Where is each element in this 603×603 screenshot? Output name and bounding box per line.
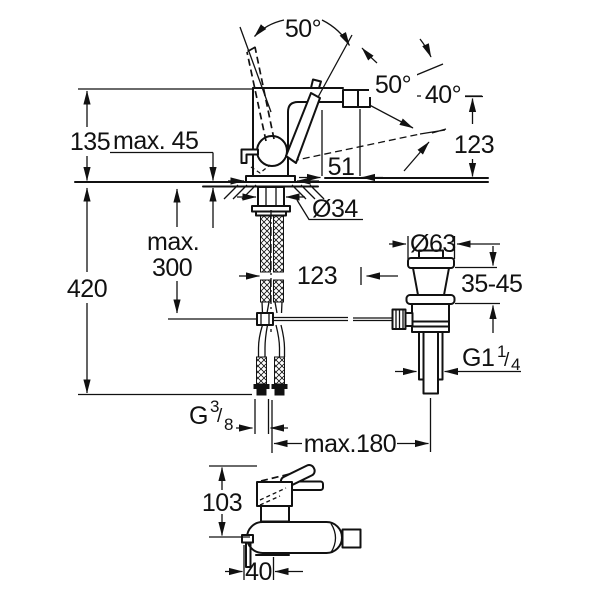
label-backers (369, 70, 465, 106)
mounting-deck (74, 177, 489, 217)
faucet-bottom-view (241, 464, 362, 568)
deck-thickness-max-label: max. 45 (113, 127, 198, 155)
supply-hoses (78, 210, 393, 396)
spout-aerator (342, 89, 371, 108)
center-distance-label: max.180 (304, 430, 396, 458)
drain-deck-range-label: 35-45 (461, 270, 522, 298)
svg-text:/: / (217, 406, 223, 427)
hose-to-drain-label: 123 (297, 262, 337, 290)
drain-assembly (391, 249, 456, 395)
joystick-lever (285, 92, 321, 164)
threaded-shank (257, 186, 285, 207)
hose-connector (271, 384, 288, 389)
inlet-foot (241, 534, 254, 544)
lever-swing-angle-label: 50° (285, 15, 321, 43)
dimension-lines (83, 90, 521, 580)
spout-height-label: 123 (454, 131, 494, 159)
svg-text:3: 3 (210, 397, 219, 416)
svg-text:8: 8 (224, 415, 233, 434)
spray-outlet (341, 528, 362, 549)
pop-up-rod (273, 316, 393, 322)
lever-alt-position (246, 46, 275, 142)
supply-thread-label: G (189, 402, 208, 430)
overall-height-label: 420 (67, 275, 107, 303)
drain-tailpipe (422, 331, 439, 395)
dimension-labels: 50° 50° 40° 123 135 max. 45 51 Ø34 max. … (67, 15, 523, 586)
inlet-offset-label: 40 (245, 558, 272, 586)
svg-text:1: 1 (497, 342, 506, 361)
spout-offset-label: 51 (328, 153, 355, 181)
drain-thread-label: G1 (462, 344, 494, 372)
pop-up-knob (240, 148, 259, 164)
spout-swivel-angle-label: 50° (375, 71, 411, 99)
hose-length-max-label: 300 (152, 254, 192, 282)
body-height-label: 135 (70, 128, 110, 156)
rod-tee-fitting (256, 312, 274, 326)
spout-tilt-angle-label: 40° (425, 81, 461, 109)
hose-connector (253, 384, 270, 389)
svg-text:4: 4 (511, 355, 520, 374)
lever-ball-joint (256, 135, 288, 167)
svg-text:/: / (504, 350, 510, 371)
drain-flange-diameter-label: Ø63 (410, 230, 456, 258)
bottom-height-label: 103 (202, 489, 242, 517)
spray-body (246, 521, 343, 554)
hose-max-word-label: max. (147, 228, 199, 256)
shank-diameter-label: Ø34 (312, 195, 358, 223)
